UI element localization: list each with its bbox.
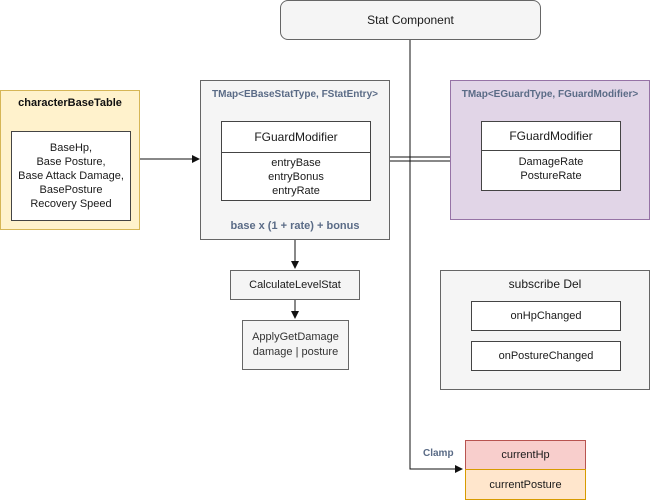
current-hp-node: currentHp (465, 440, 586, 470)
stat-to-clamp-edge (409, 40, 463, 473)
stat-formula: base x (1 + rate) + bonus (230, 220, 360, 232)
on-posture-changed-delegate: onPostureChanged (471, 341, 621, 371)
calculate-level-stat-node: CalculateLevelStat (230, 270, 360, 300)
current-posture-label: currentPosture (489, 478, 562, 491)
stat-map-node: TMap<EBaseStatType, FStatEntry> FGuardMo… (200, 80, 390, 240)
delegate-label: onPostureChanged (498, 350, 594, 362)
stat-entry-field: entryBase (271, 157, 321, 169)
stat-entry-struct: FGuardModifier entryBase entryBonus entr… (221, 121, 371, 201)
stat-entry-field: entryBonus (268, 171, 324, 183)
apply-get-damage-line: ApplyGetDamage (252, 331, 339, 343)
clamp-label: Clamp (423, 448, 454, 459)
base-table-line: BaseHp, (49, 142, 93, 154)
guard-modifier-struct: FGuardModifier DamageRate PostureRate (481, 121, 621, 191)
base-table-line: BasePosture (39, 184, 103, 196)
base-table-title: characterBaseTable (18, 97, 122, 109)
guard-modifier-field: PostureRate (520, 170, 582, 182)
stat-map-title: TMap<EBaseStatType, FStatEntry> (212, 89, 378, 100)
character-base-table-node: characterBaseTable BaseHp, Base Posture,… (0, 90, 140, 230)
base-table-line: Base Posture, (36, 156, 106, 168)
guard-map-node: TMap<EGuardType, FGuardModifier> FGuardM… (450, 80, 650, 220)
guard-modifier-struct-title: FGuardModifier (482, 122, 620, 151)
stat-component-title: Stat Component (367, 13, 454, 27)
stat-entry-field: entryRate (272, 185, 320, 197)
delegate-label: onHpChanged (510, 310, 582, 322)
base-table-stats-box: BaseHp, Base Posture, Base Attack Damage… (11, 131, 131, 221)
apply-get-damage-node: ApplyGetDamage damage | posture (242, 320, 349, 370)
stat-component-node: Stat Component (280, 0, 541, 40)
subscribe-delegates-node: subscribe Del onHpChanged onPostureChang… (440, 270, 650, 390)
guard-map-title: TMap<EGuardType, FGuardModifier> (461, 89, 639, 100)
base-table-line: Base Attack Damage, (18, 170, 124, 182)
apply-get-damage-line: damage | posture (252, 346, 339, 358)
stat-entry-struct-title: FGuardModifier (222, 122, 370, 153)
calculate-level-stat-label: CalculateLevelStat (249, 279, 341, 291)
current-hp-label: currentHp (501, 449, 550, 461)
current-posture-node: currentPosture (465, 469, 586, 500)
subscribe-title: subscribe Del (508, 277, 582, 291)
guard-modifier-field: DamageRate (518, 156, 584, 168)
base-table-line: Recovery Speed (30, 198, 112, 210)
on-hp-changed-delegate: onHpChanged (471, 301, 621, 331)
